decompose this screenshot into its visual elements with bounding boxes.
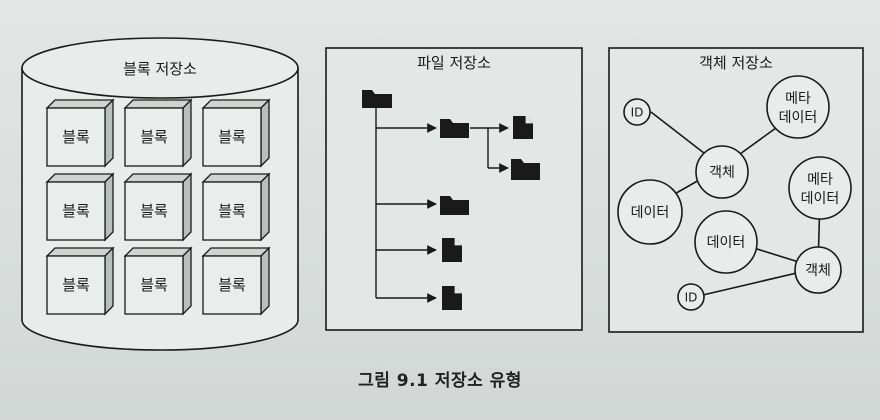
block-cube: 블록 bbox=[201, 172, 271, 242]
id-node: ID bbox=[677, 283, 705, 311]
block-top-face bbox=[123, 247, 193, 257]
block-top-face bbox=[201, 173, 271, 183]
data-node: 데이터 bbox=[617, 179, 683, 245]
block-label: 블록 bbox=[62, 128, 90, 146]
block-top-face bbox=[201, 247, 271, 257]
svg-text:데이터: 데이터 bbox=[707, 235, 746, 251]
block-front-face bbox=[202, 255, 262, 315]
block-side-face bbox=[104, 172, 114, 242]
metadata-node: 메타 데이터 bbox=[788, 156, 852, 220]
folder-icon bbox=[511, 159, 540, 180]
block-front-face bbox=[46, 107, 106, 167]
object-storage-panel: 객체 저장소 ID 메타 데이터 객체 bbox=[608, 47, 864, 333]
block-front-face bbox=[124, 255, 184, 315]
block-side-face bbox=[260, 246, 270, 316]
metadata-node: 메타 데이터 bbox=[766, 75, 830, 139]
object-storage-title: 객체 저장소 bbox=[699, 54, 773, 72]
cylinder-top bbox=[21, 37, 299, 99]
figure-number: 그림 9.1 bbox=[358, 371, 429, 391]
folder-icon bbox=[440, 119, 469, 138]
id-node: ID bbox=[623, 98, 651, 126]
svg-text:객체: 객체 bbox=[805, 263, 831, 279]
block-front-face bbox=[46, 255, 106, 315]
block-label: 블록 bbox=[62, 276, 90, 294]
block-front-face bbox=[124, 107, 184, 167]
file-storage-title: 파일 저장소 bbox=[417, 54, 491, 72]
block-side-face bbox=[104, 98, 114, 168]
block-cube: 블록 bbox=[45, 246, 115, 316]
block-label: 블록 bbox=[218, 128, 246, 146]
block-storage-title: 블록 저장소 bbox=[123, 60, 197, 78]
block-top-face bbox=[123, 99, 193, 109]
svg-text:ID: ID bbox=[631, 106, 644, 120]
file-tree-connectors bbox=[375, 108, 509, 303]
block-side-face bbox=[182, 172, 192, 242]
block-cube: 블록 bbox=[123, 246, 193, 316]
block-top-face bbox=[123, 173, 193, 183]
block-label: 블록 bbox=[218, 202, 246, 220]
file-storage-panel: 파일 저장소 bbox=[325, 47, 583, 331]
block-top-face bbox=[45, 247, 115, 257]
block-top-face bbox=[201, 99, 271, 109]
svg-text:데이터: 데이터 bbox=[631, 205, 670, 221]
svg-text:메타: 메타 bbox=[785, 91, 811, 107]
block-front-face bbox=[124, 181, 184, 241]
block-top-face bbox=[45, 173, 115, 183]
file-icon bbox=[442, 286, 462, 310]
block-label: 블록 bbox=[140, 202, 168, 220]
file-icon bbox=[442, 238, 462, 262]
block-side-face bbox=[260, 98, 270, 168]
block-front-face bbox=[46, 181, 106, 241]
block-cube: 블록 bbox=[201, 98, 271, 168]
block-label: 블록 bbox=[140, 276, 168, 294]
block-cube: 블록 bbox=[201, 246, 271, 316]
block-top-face bbox=[45, 99, 115, 109]
svg-text:메타: 메타 bbox=[807, 172, 833, 188]
block-side-face bbox=[182, 246, 192, 316]
block-cube: 블록 bbox=[123, 98, 193, 168]
block-cube: 블록 bbox=[45, 98, 115, 168]
block-cube: 블록 bbox=[45, 172, 115, 242]
svg-text:데이터: 데이터 bbox=[779, 110, 818, 126]
block-label: 블록 bbox=[62, 202, 90, 220]
data-node: 데이터 bbox=[694, 210, 758, 274]
root-folder-icon bbox=[362, 90, 392, 108]
block-label: 블록 bbox=[218, 276, 246, 294]
object-node: 객체 bbox=[695, 145, 749, 199]
figure-caption: 그림 9.1 저장소 유형 bbox=[0, 366, 880, 391]
file-icon bbox=[513, 116, 533, 139]
block-cube: 블록 bbox=[123, 172, 193, 242]
block-front-face bbox=[202, 181, 262, 241]
block-front-face bbox=[202, 107, 262, 167]
block-side-face bbox=[182, 98, 192, 168]
block-side-face bbox=[104, 246, 114, 316]
block-label: 블록 bbox=[140, 128, 168, 146]
svg-text:ID: ID bbox=[685, 291, 698, 305]
svg-text:데이터: 데이터 bbox=[801, 191, 840, 207]
object-node: 객체 bbox=[794, 246, 842, 294]
figure-caption-text: 저장소 유형 bbox=[434, 371, 522, 391]
svg-text:객체: 객체 bbox=[709, 165, 735, 181]
folder-icon bbox=[440, 196, 469, 215]
block-side-face bbox=[260, 172, 270, 242]
